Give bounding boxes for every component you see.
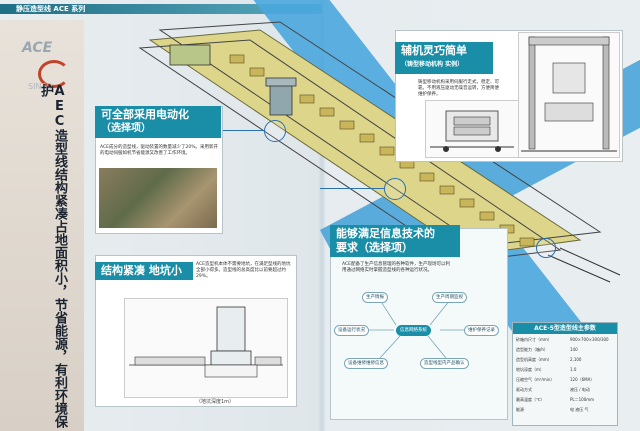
param-key: 能源 bbox=[516, 407, 524, 412]
param-value: 1.0 bbox=[570, 367, 577, 372]
gantry-drawing bbox=[518, 32, 620, 158]
transfer-machine-svg bbox=[430, 110, 514, 152]
panel-electric-body: ACE成分的造型线，驱动装置的数量减少了20%。采用新开的电动伺服如机节省能源又… bbox=[100, 145, 218, 156]
panel-info bbox=[330, 228, 508, 420]
panel-info-title-line2: 要求（选择项） bbox=[336, 241, 413, 254]
sidebar bbox=[0, 20, 84, 431]
panel-electric-subtitle: （选择项） bbox=[101, 123, 151, 134]
params-row: 造型机高度（mm） 2,100 bbox=[516, 357, 616, 363]
gantry-svg bbox=[521, 36, 617, 152]
logo-sub: SINTO bbox=[28, 82, 53, 91]
zoom-circle bbox=[264, 120, 286, 142]
info-node-equipment-status: 设备运行状况 bbox=[334, 325, 369, 336]
param-value: PL＝100mm bbox=[570, 397, 595, 402]
panel-compact-title: 结构紧凑 地坑小 bbox=[95, 262, 193, 280]
param-value: 900×700×300/300 bbox=[570, 337, 609, 342]
params-row: 能源 电 液压 气 bbox=[516, 407, 616, 413]
params-row: 造型能力（箱/h） 140 bbox=[516, 347, 616, 353]
param-key: 驱动方式 bbox=[516, 387, 532, 392]
sand-feeder bbox=[169, 44, 211, 66]
info-node-maintenance: 维护保养记录 bbox=[464, 325, 499, 336]
transfer-machine-drawing bbox=[425, 100, 519, 158]
pit-drawing-svg bbox=[129, 306, 283, 378]
params-table: ACE-5型造型线主参数 砂箱内尺寸（mm） 900×700×300/300 造型… bbox=[512, 322, 618, 426]
param-key: 造型机高度（mm） bbox=[516, 357, 552, 362]
params-row: 地坑深度（m） 1.0 bbox=[516, 367, 616, 373]
info-node-repair: 设备维修维修信息 bbox=[344, 358, 388, 369]
connector-line bbox=[320, 188, 384, 189]
params-title: ACE-5型造型线主参数 bbox=[513, 323, 617, 334]
param-value: 2,100 bbox=[570, 357, 582, 362]
panel-compact-body: ACE造型机本体不需要地坑，在满足型线的地坑全部小得多。造型线的总高度比以前要超… bbox=[196, 262, 291, 279]
panel-info-body: ACE配备了生产信息管理的各种软件，生产现场可以利用通过网络实时掌握造型线的各种… bbox=[342, 262, 450, 273]
pit-caption: （地坑深度1m） bbox=[196, 399, 235, 405]
params-row: 压缩空气（m³/min） 120（6MA） bbox=[516, 377, 616, 383]
header-text: 静压造型线 ACE 系列 bbox=[16, 5, 86, 13]
panel-auxiliary-title-text: 辅机灵巧简单 bbox=[401, 44, 467, 57]
param-key: 地坑深度（m） bbox=[516, 367, 544, 372]
info-node-production: 生产情报 bbox=[362, 292, 388, 303]
zoom-circle bbox=[384, 178, 406, 200]
params-row: 砂箱内尺寸（mm） 900×700×300/300 bbox=[516, 337, 616, 343]
panel-auxiliary-title: 辅机灵巧简单 （铸型移动机构 实例） bbox=[395, 42, 493, 74]
ace-logo: ACE bbox=[22, 40, 53, 56]
info-node-cycle-monitor: 生产周期监视 bbox=[432, 292, 467, 303]
logo-swirl-icon bbox=[38, 60, 70, 88]
param-value: 120（6MA） bbox=[570, 377, 595, 382]
param-key: 最高温度（℃） bbox=[516, 397, 545, 402]
param-value: 液压 / 电动 bbox=[570, 387, 590, 392]
param-value: 电 液压 气 bbox=[570, 407, 589, 412]
molding-machine bbox=[265, 77, 297, 116]
params-row: 最高温度（℃） PL＝100mm bbox=[516, 397, 616, 403]
pit-drawing bbox=[124, 298, 288, 398]
header-bar: 静压造型线 ACE 系列 bbox=[0, 4, 322, 14]
params-row: 驱动方式 液压 / 电动 bbox=[516, 387, 616, 393]
panel-electric-title-text: 可全部采用电动化 bbox=[101, 108, 189, 121]
param-value: 140 bbox=[570, 347, 578, 352]
connector-line bbox=[220, 130, 264, 131]
info-node-product-confirm: 造型线型内产品确认 bbox=[420, 358, 469, 369]
panel-electric-title: 可全部采用电动化 （选择项） bbox=[95, 106, 221, 138]
param-key: 压缩空气（m³/min） bbox=[516, 377, 555, 382]
param-key: 造型能力（箱/h） bbox=[516, 347, 548, 352]
panel-info-title: 能够满足信息技术的 要求（选择项） bbox=[330, 225, 460, 257]
info-node-center: 信息网络系统 bbox=[396, 325, 431, 336]
panel-auxiliary-subtitle: （铸型移动机构 实例） bbox=[401, 61, 464, 68]
panel-auxiliary-body: 铸型移动机构采用伺服行走式，稳定、可靠。不用液压驱动无噪音运转，方便简便维护保养… bbox=[418, 80, 499, 97]
factory-photo bbox=[99, 168, 217, 228]
zoom-circle bbox=[536, 238, 556, 258]
panel-info-title-line1: 能够满足信息技术的 bbox=[336, 227, 435, 240]
param-key: 砂箱内尺寸（mm） bbox=[516, 337, 552, 342]
vertical-title: AEC造型线结构紧凑占地面积小，节省能源，有利环境保护 bbox=[38, 84, 67, 428]
